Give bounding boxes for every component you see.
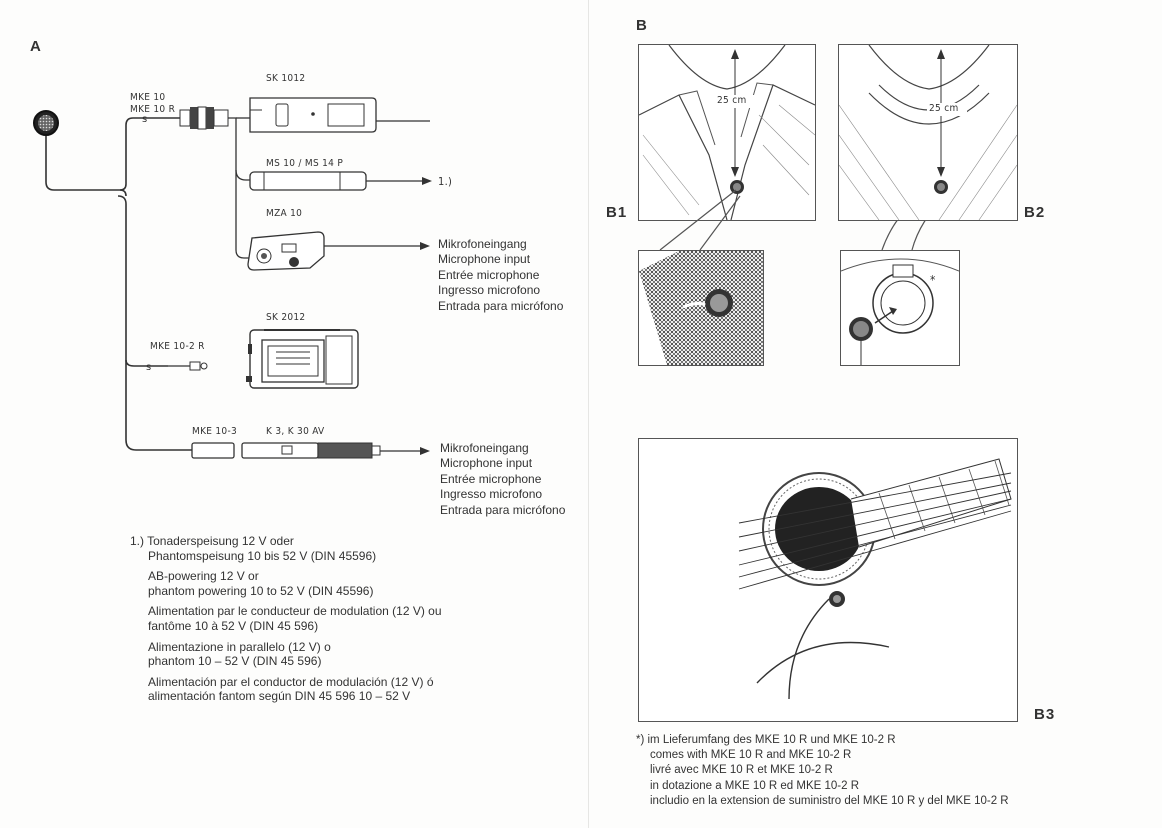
footnote: *) im Lieferumfang des MKE 10 R und MKE …: [636, 733, 1009, 809]
output-item: Ingresso microfono: [440, 487, 565, 502]
output-list-1: Mikrofoneingang Microphone input Entrée …: [438, 237, 563, 314]
note-line: 1.) Tonaderspeisung 12 V oder: [130, 534, 490, 549]
label-sk2012: SK 2012: [266, 312, 305, 323]
sk2012-transmitter-icon: [246, 330, 358, 388]
figure-b3-guitar: [638, 438, 1018, 722]
note-line: Alimentation par le conducteur de modula…: [148, 604, 490, 619]
figure-b1-detail: [638, 250, 764, 366]
figure-b2-detail: *: [840, 250, 960, 366]
clip-detail-illustration: [639, 251, 763, 365]
note-line: Phantomspeisung 10 bis 52 V (DIN 45596): [130, 549, 490, 564]
note-paragraph: 1.) Tonaderspeisung 12 V oder Phantomspe…: [130, 534, 490, 563]
note-line: AB-powering 12 V or: [148, 569, 490, 584]
mke103-k3-chain-icon: [192, 443, 430, 458]
connector-mke102r: [168, 362, 207, 370]
output-item: Microphone input: [438, 252, 563, 267]
label-mke10: MKE 10: [130, 92, 175, 104]
mza10-adapter-icon: [248, 232, 430, 270]
label-mke10r: MKE 10 R: [130, 104, 175, 116]
footnote-line: livré avec MKE 10 R et MKE 10-2 R: [636, 763, 1009, 778]
label-mke102r: MKE 10-2 R: [150, 341, 205, 352]
output-item: Entrée microphone: [438, 268, 563, 283]
distance-label-b1: 25 cm: [717, 95, 747, 106]
ms10-supply-icon: [250, 172, 432, 190]
svg-text:ꜱ: ꜱ: [146, 362, 151, 373]
label-ms10: MS 10 / MS 14 P: [266, 158, 343, 169]
footnote-line: comes with MKE 10 R and MKE 10-2 R: [636, 748, 1009, 763]
lavalier-mic-icon: [34, 111, 58, 135]
output-item: Microphone input: [440, 456, 565, 471]
note-paragraph: Alimentazione in parallelo (12 V) o phan…: [130, 640, 490, 669]
distance-label-b2: 25 cm: [929, 103, 959, 114]
output-item: Ingresso microfono: [438, 283, 563, 298]
note-paragraph: Alimentation par le conducteur de modula…: [130, 604, 490, 633]
output-item: Mikrofoneingang: [438, 237, 563, 252]
jacket-illustration: [639, 45, 815, 220]
asterisk-marker: *: [930, 273, 936, 287]
note-line: Alimentación par el conductor de modulac…: [148, 675, 490, 690]
sk1012-transmitter-icon: [250, 98, 430, 132]
output-list-2: Mikrofoneingang Microphone input Entrée …: [440, 441, 565, 518]
figure-b3-label: B3: [1034, 706, 1055, 723]
note-line: phantom powering 10 to 52 V (DIN 45596): [148, 584, 490, 599]
figure-b1-jacket: 25 cm: [638, 44, 816, 221]
note-paragraph: AB-powering 12 V or phantom powering 10 …: [130, 569, 490, 598]
holder-detail-illustration: [841, 251, 959, 365]
footnote-line: includio en la extension de suministro d…: [636, 794, 1009, 809]
output-item: Entrée microphone: [440, 472, 565, 487]
figure-b2-label: B2: [1024, 204, 1045, 221]
sweater-illustration: [839, 45, 1017, 220]
note-line: phantom 10 – 52 V (DIN 45 596): [148, 654, 490, 669]
guitar-illustration: [639, 439, 1017, 721]
section-b-label: B: [636, 17, 648, 34]
output-item: Entrada para micrófono: [440, 503, 565, 518]
note-line: Alimentazione in parallelo (12 V) o: [148, 640, 490, 655]
output-item: Mikrofoneingang: [440, 441, 565, 456]
power-note: 1.) Tonaderspeisung 12 V oder Phantomspe…: [130, 534, 490, 710]
label-k3: K 3, K 30 AV: [266, 426, 325, 437]
note-line: fantôme 10 à 52 V (DIN 45 596): [148, 619, 490, 634]
output-item: Entrada para micrófono: [438, 299, 563, 314]
footnote-line: in dotazione a MKE 10 R ed MKE 10-2 R: [636, 779, 1009, 794]
note-paragraph: Alimentación par el conductor de modulac…: [130, 675, 490, 704]
figure-b2-sweater: 25 cm: [838, 44, 1018, 221]
footnote-line: *) im Lieferumfang des MKE 10 R und MKE …: [636, 733, 1009, 748]
label-mke103: MKE 10-3: [192, 426, 237, 437]
label-ref-1: 1.): [438, 175, 452, 188]
label-sk1012: SK 1012: [266, 73, 305, 84]
note-line: alimentación fantom según DIN 45 596 10 …: [148, 689, 490, 704]
label-mza10: MZA 10: [266, 208, 302, 219]
figure-b1-label: B1: [606, 204, 627, 221]
